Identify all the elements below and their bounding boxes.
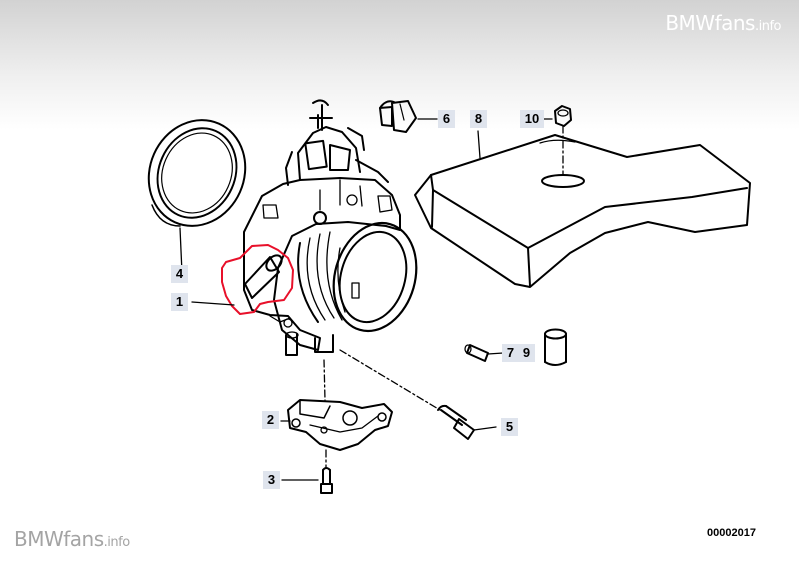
sensor-part xyxy=(287,399,393,451)
callout-9[interactable]: 9 xyxy=(518,344,535,362)
bolt-part xyxy=(437,404,475,440)
callout-2[interactable]: 2 xyxy=(262,411,279,429)
callout-6[interactable]: 6 xyxy=(438,110,455,128)
clip-part xyxy=(379,100,417,133)
callout-5[interactable]: 5 xyxy=(501,418,518,436)
figure-code: 00002017 xyxy=(707,527,756,539)
pin-part xyxy=(464,344,489,362)
cover-part xyxy=(414,134,751,288)
callout-1[interactable]: 1 xyxy=(171,293,188,311)
callout-8[interactable]: 8 xyxy=(470,110,487,128)
leader-lines xyxy=(179,118,564,481)
callout-7[interactable]: 7 xyxy=(502,344,519,362)
watermark-top: BMWfans.info xyxy=(665,11,781,35)
callout-4[interactable]: 4 xyxy=(171,265,188,283)
nut-part xyxy=(554,105,572,127)
highlight-outline xyxy=(221,244,294,315)
watermark-bottom: BMWfans.info xyxy=(14,527,130,551)
callout-3[interactable]: 3 xyxy=(263,471,280,489)
callout-10[interactable]: 10 xyxy=(520,110,544,128)
small-screw-part xyxy=(320,467,333,494)
bushing-part xyxy=(544,328,567,366)
seal-ring-part xyxy=(147,119,247,227)
throttle-body-part xyxy=(243,99,418,356)
